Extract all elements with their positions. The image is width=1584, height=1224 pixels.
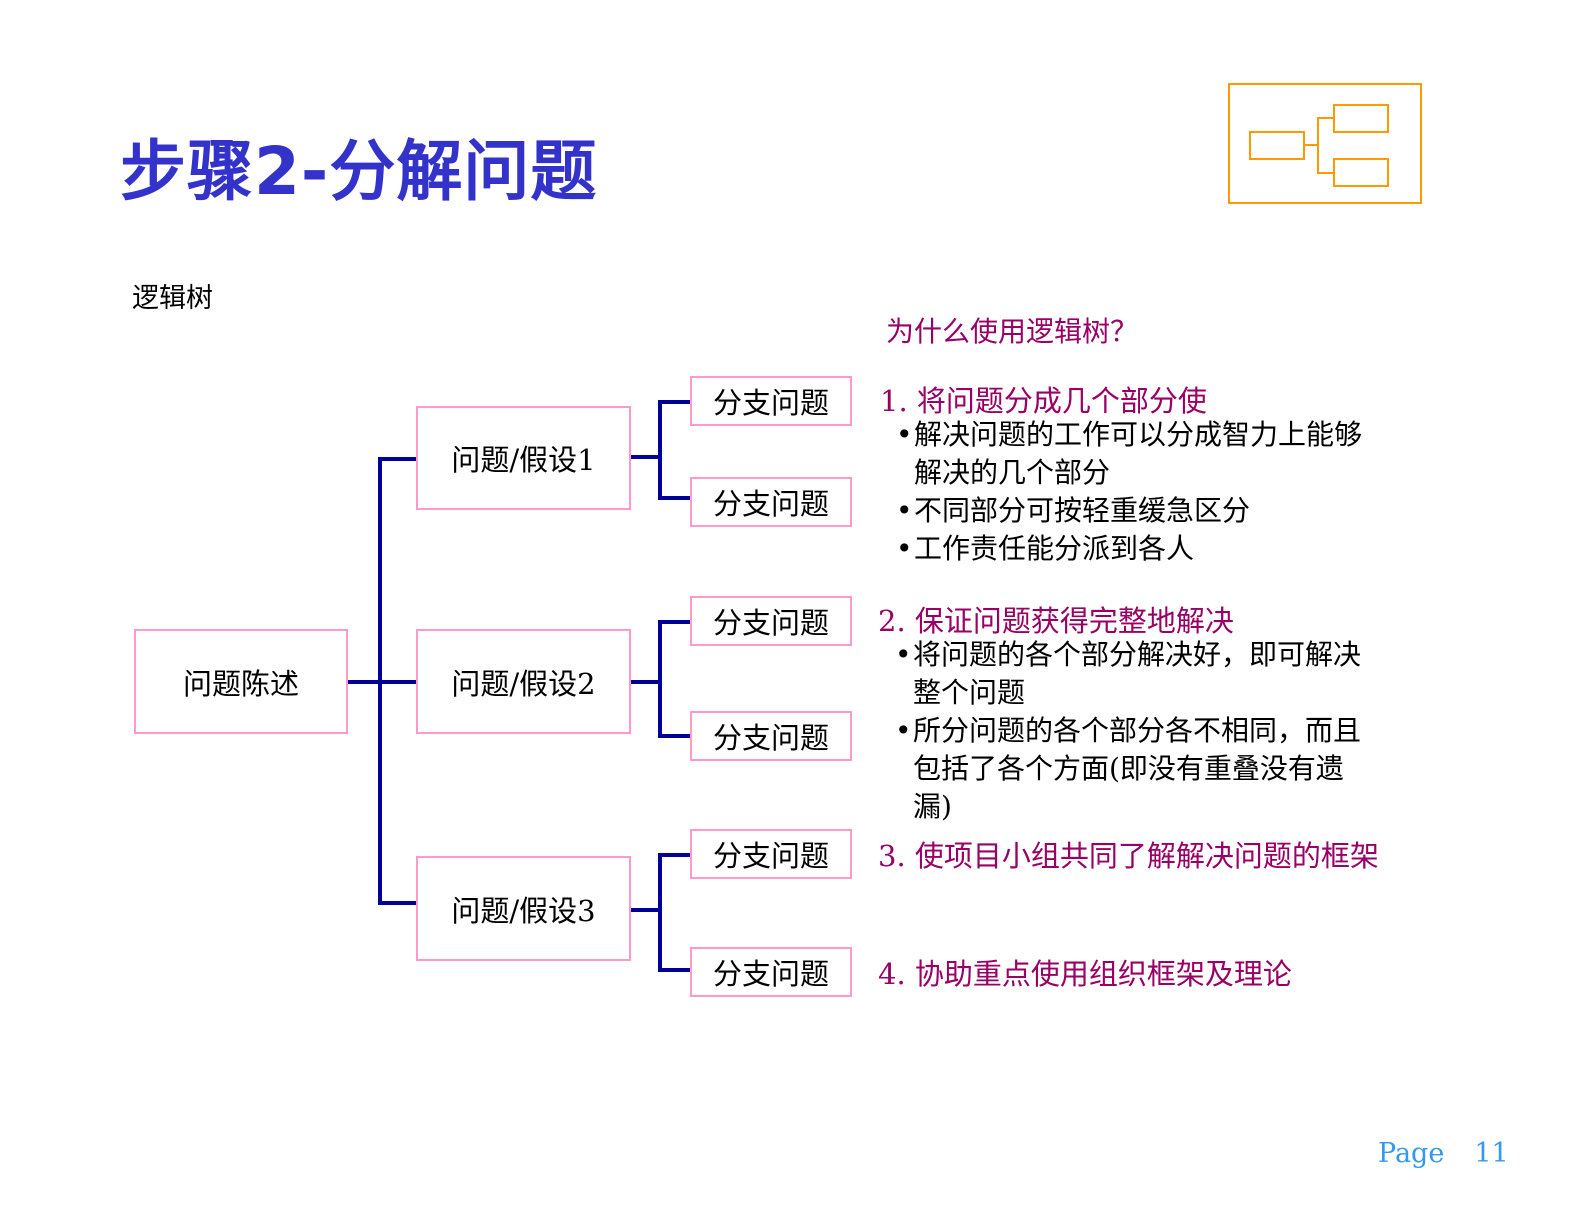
reason-title-4: 4. 协助重点使用组织框架及理论 xyxy=(878,957,1292,991)
branch-node: 分支问题 xyxy=(690,711,852,761)
hypothesis-node-1: 问题/假设1 xyxy=(416,406,631,510)
h2-branch-connector xyxy=(658,620,691,738)
slide-subtitle: 逻辑树 xyxy=(132,283,213,314)
page-value: 11 xyxy=(1474,1138,1509,1169)
why-heading: 为什么使用逻辑树？ xyxy=(886,315,1139,348)
reason-1-bullet-2: •不同部分可按轻重缓急区分 xyxy=(896,492,1250,530)
branch-node: 分支问题 xyxy=(690,596,852,646)
page-label: Page xyxy=(1378,1138,1445,1169)
bullet-icon: • xyxy=(896,418,913,451)
reason-2-bullet-1: •将问题的各个部分解决好，即可解决 整个问题 xyxy=(895,638,1362,709)
reason-title-1: 1. 将问题分成几个部分使 xyxy=(880,384,1207,418)
reason-2-bullet-2: •所分问题的各个部分各不相同，而且 包括了各个方面(即没有重叠没有遗 漏) xyxy=(895,714,1362,823)
reason-1-bullet-3: •工作责任能分派到各人 xyxy=(896,530,1194,568)
branch-node: 分支问题 xyxy=(690,947,852,997)
bullet-icon: • xyxy=(896,532,913,565)
bullet-icon: • xyxy=(895,638,912,671)
reason-title-2: 2. 保证问题获得完整地解决 xyxy=(878,604,1234,638)
reason-1-bullet-1: •解决问题的工作可以分成智力上能够 解决的几个部分 xyxy=(896,418,1363,489)
bullet-icon: • xyxy=(896,494,913,527)
slide-title: 步骤2-分解问题 xyxy=(120,133,598,210)
branch-node: 分支问题 xyxy=(690,829,852,879)
tree-diagram-icon xyxy=(1228,83,1422,204)
page-number: Page 11 xyxy=(1378,1138,1509,1169)
h1-branch-connector xyxy=(658,400,691,500)
reason-title-3: 3. 使项目小组共同了解解决问题的框架 xyxy=(878,839,1379,873)
branch-node: 分支问题 xyxy=(690,477,852,527)
root-node: 问题陈述 xyxy=(134,629,348,734)
bullet-icon: • xyxy=(895,714,912,747)
hypothesis-node-3: 问题/假设3 xyxy=(416,856,631,961)
hypothesis-node-2: 问题/假设2 xyxy=(416,629,631,734)
h3-branch-connector xyxy=(658,853,691,972)
branch-node: 分支问题 xyxy=(690,376,852,426)
